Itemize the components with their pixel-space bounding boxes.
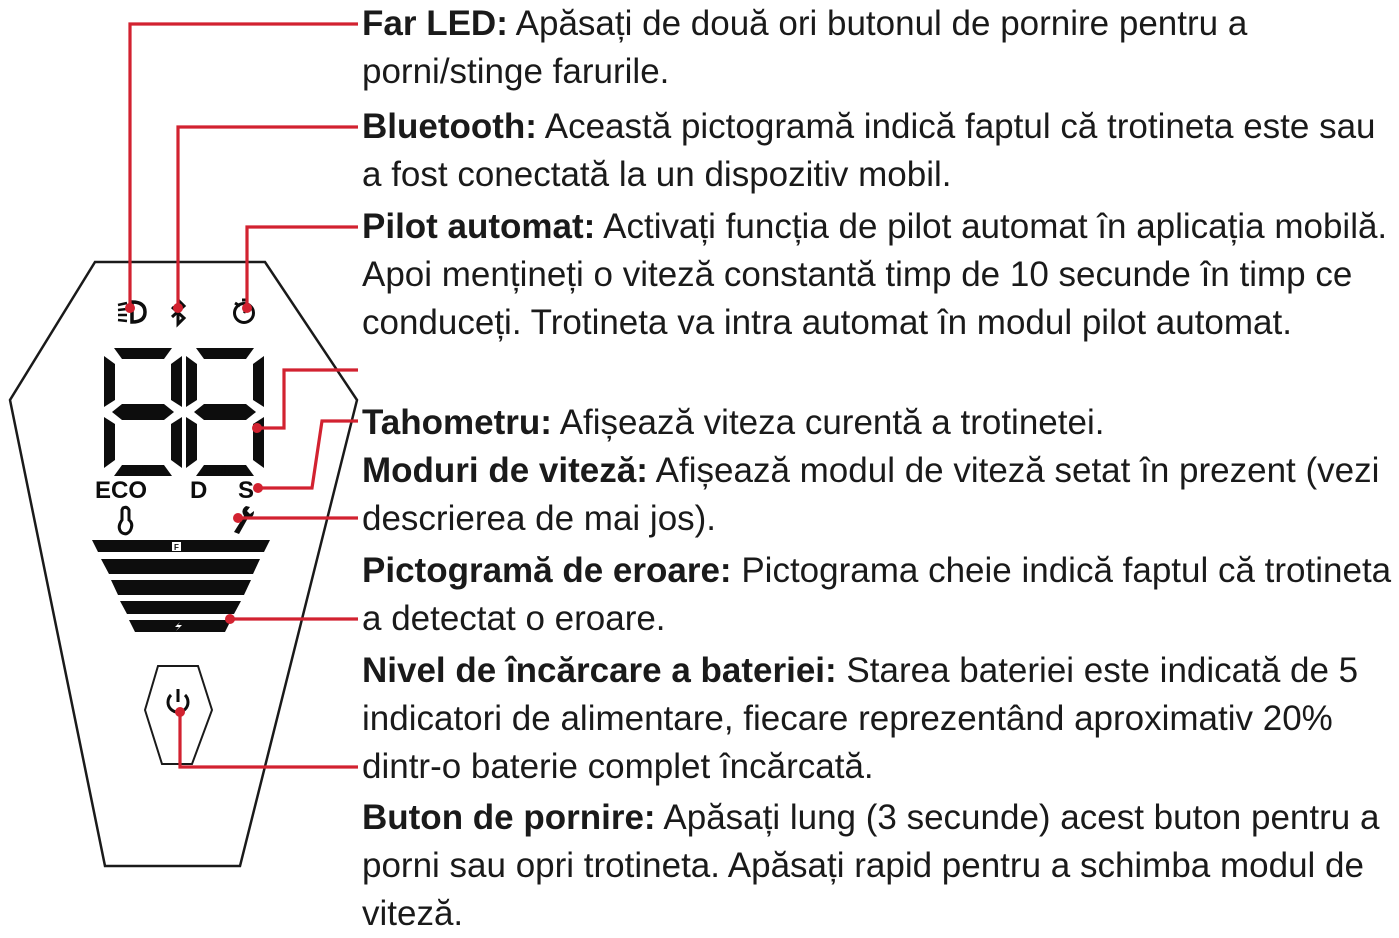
mode-s-label: S [238,477,254,504]
desc-power: Buton de pornire: Apăsați lung (3 secund… [362,794,1392,938]
desc-error-text: Pictograma cheie indică faptul că trotin… [362,551,1392,638]
speed-digit-left [104,348,182,476]
desc-bluetooth-label: Bluetooth: [362,107,537,146]
battery-bar-2 [120,601,241,614]
battery-bars: F [92,540,270,632]
battery-bar-3 [111,580,251,595]
desc-headlight: Far LED: Apăsați de două ori butonul de … [362,0,1392,96]
desc-cruise-text: Activați funcția de pilot automat în apl… [362,207,1388,342]
desc-power-text: Apăsați lung (3 secunde) acest buton pen… [362,798,1380,933]
desc-bluetooth-text: Această pictogramă indică faptul că trot… [362,107,1376,194]
callout-power [178,712,358,769]
callout-headlight [128,22,358,308]
desc-bluetooth: Bluetooth: Această pictogramă indică fap… [362,103,1392,199]
unit-kmh-label: km/h [206,464,230,476]
desc-power-label: Buton de pornire: [362,798,656,837]
mode-eco-label: ECO [95,477,147,504]
desc-battery: Nivel de încărcare a bateriei: Starea ba… [362,647,1392,791]
desc-speed-modes-text: Afișează modul de viteză setat în prezen… [362,451,1380,538]
desc-error: Pictogramă de eroare: Pictograma cheie i… [362,547,1392,643]
desc-speed-modes: Moduri de viteză: Afișează modul de vite… [362,447,1392,543]
desc-battery-label: Nivel de încărcare a bateriei: [362,651,837,690]
callout-speed-modes [258,419,358,490]
charging-icon [175,622,182,631]
desc-cruise-label: Pilot automat: [362,207,596,246]
callout-speedometer [257,368,358,430]
mode-d-label: D [190,477,207,504]
desc-battery-text: Starea bateriei este indicată de 5 indic… [362,651,1359,786]
callout-lines [125,22,358,769]
battery-full-marker: F [174,543,179,552]
unit-mph-label: mph [126,464,147,476]
desc-error-label: Pictogramă de eroare: [362,551,732,590]
desc-speedometer-text: Afișează viteza curentă a trotinetei. [559,403,1105,442]
battery-bar-4 [101,559,260,574]
callout-bluetooth [176,125,358,308]
desc-speedometer-label: Tahometru: [362,403,552,442]
desc-speedometer: Tahometru: Afișează viteza curentă a tro… [362,399,1392,447]
thermometer-icon [117,505,134,536]
desc-headlight-label: Far LED: [362,4,508,43]
wrench-icon [234,506,254,534]
desc-cruise: Pilot automat: Activați funcția de pilot… [362,203,1392,347]
desc-headlight-text: Apăsați de două ori butonul de pornire p… [362,4,1248,91]
battery-full-marker-box [172,542,181,551]
callout-cruise [245,225,358,308]
desc-speed-modes-label: Moduri de viteză: [362,451,648,490]
